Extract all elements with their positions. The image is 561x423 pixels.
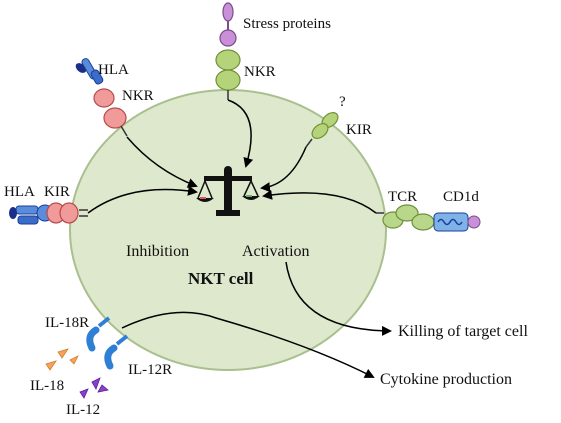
balance-scale-icon bbox=[196, 166, 260, 216]
kir-right-label: KIR bbox=[346, 122, 372, 138]
hla-left-label: HLA bbox=[4, 184, 35, 200]
tcr-cd1d-receptor bbox=[376, 204, 481, 232]
kir-receptor-right bbox=[305, 112, 339, 148]
il12r-label: IL-12R bbox=[128, 362, 172, 378]
cd1d-label: CD1d bbox=[443, 189, 479, 205]
hla-kir-receptor-left bbox=[9, 202, 88, 225]
inhibition-label: Inhibition bbox=[126, 243, 189, 260]
il18-label: IL-18 bbox=[30, 378, 64, 394]
question-mark-label: ? bbox=[339, 94, 346, 110]
il18r-label: IL-18R bbox=[45, 315, 89, 331]
stress-proteins-label: Stress proteins bbox=[243, 16, 331, 32]
il12-label: IL-12 bbox=[66, 402, 100, 418]
il12r-receptor bbox=[104, 334, 129, 370]
killing-target-cell-label: Killing of target cell bbox=[398, 323, 528, 340]
activation-label: Activation bbox=[242, 243, 310, 260]
cytokine-production-label: Cytokine production bbox=[380, 371, 512, 388]
nkr-top-label: NKR bbox=[244, 64, 276, 80]
il18r-receptor bbox=[86, 316, 111, 352]
signal-arrows-in bbox=[87, 99, 377, 214]
tcr-label: TCR bbox=[388, 189, 417, 205]
il12-ligand bbox=[79, 377, 109, 399]
il18-ligand bbox=[45, 348, 79, 371]
hla-nkr-receptor-topleft bbox=[75, 58, 128, 137]
outcome-arrows bbox=[121, 261, 392, 378]
kir-left-label: KIR bbox=[44, 184, 70, 200]
nkt-cell-label: NKT cell bbox=[188, 269, 254, 288]
hla-topleft-label: HLA bbox=[98, 62, 129, 78]
stress-protein-nkr-receptor bbox=[215, 2, 241, 100]
nkr-topleft-label: NKR bbox=[122, 88, 154, 104]
nkt-cell-body bbox=[69, 89, 387, 371]
